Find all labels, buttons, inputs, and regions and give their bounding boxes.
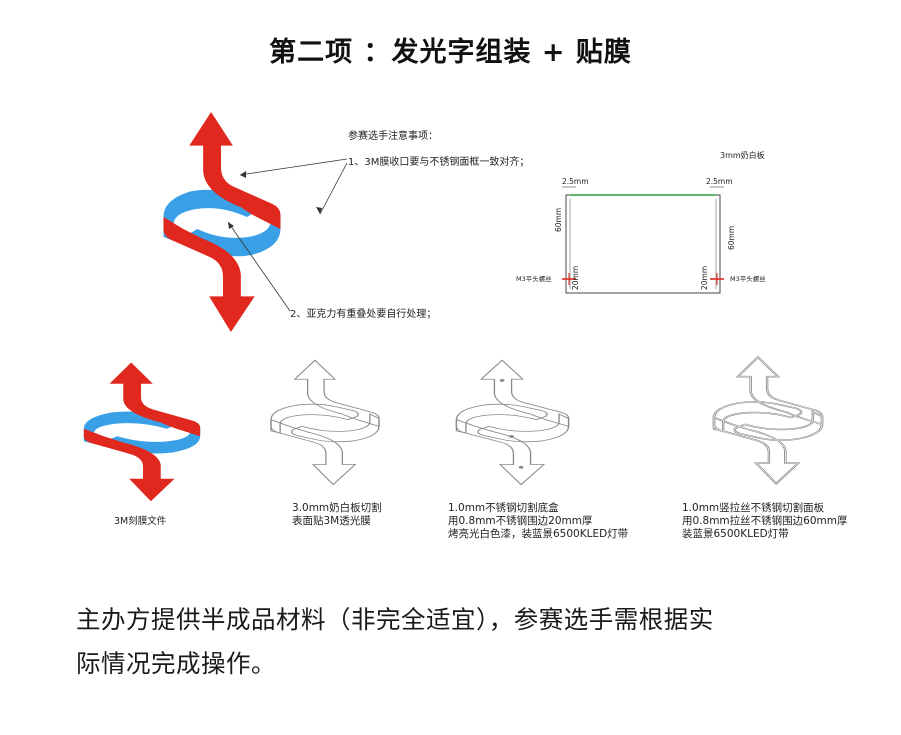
- dim-top-left: 2.5mm: [562, 177, 589, 186]
- caption-acrylic-line-2: 表面贴3M透光膜: [292, 515, 371, 527]
- leader-line-1a: [239, 158, 348, 176]
- screw-label-right: M3平头螺丝: [730, 275, 766, 283]
- caption-box-line-2: 用0.8mm不锈钢围边20mm厚: [448, 515, 593, 527]
- dim-side-right: 60mm: [727, 225, 736, 250]
- footer-paragraph: 主办方提供半成品材料（非完全适宜），参赛选手需根据实 际情况完成操作。: [76, 598, 856, 686]
- caption-frame-line-3: 装蓝景6500KLED灯带: [682, 528, 789, 540]
- notes-heading: 参赛选手注意事项：: [348, 131, 438, 142]
- caption-acrylic-line-1: 3.0mm奶白板切割: [292, 502, 382, 514]
- ribbon-arrow-logo-film: [83, 362, 201, 502]
- ribbon-arrow-outline-base-box: [455, 359, 570, 486]
- note-item-1: 1、3M膜收口要与不锈钢面框一致对齐；: [348, 157, 530, 168]
- note-item-2: 2、亚克力有重叠处要自行处理；: [290, 309, 437, 320]
- dim-top-right: 2.5mm: [706, 177, 733, 186]
- leader-line-2: [227, 221, 291, 312]
- caption-acrylic: 3.0mm奶白板切割 表面贴3M透光膜: [292, 502, 382, 528]
- screw-hole-3: [518, 465, 524, 469]
- caption-frame: 1.0mm竖拉丝不锈钢切割面板 用0.8mm拉丝不锈钢围边60mm厚 装蓝景65…: [682, 502, 847, 541]
- leader-line-1b: [319, 162, 348, 215]
- plate-outline: [565, 194, 721, 294]
- dim-bottom-left: 20mm: [571, 265, 580, 290]
- ribbon-arrow-outline-frame: [712, 356, 824, 485]
- page-title: 第二项 ：发光字组装 + 贴膜: [269, 37, 632, 68]
- plate-dimension-drawing: [562, 186, 724, 294]
- footer-line-1: 主办方提供半成品材料（非完全适宜），参赛选手需根据实: [76, 605, 714, 634]
- caption-frame-line-2: 用0.8mm拉丝不锈钢围边60mm厚: [682, 515, 848, 527]
- dim-bottom-right: 20mm: [700, 265, 709, 290]
- dim-side-left: 60mm: [554, 207, 563, 232]
- screw-hole-1: [499, 379, 505, 382]
- screw-label-left: M3平头螺丝: [516, 275, 552, 283]
- plate-title: 3mm奶白板: [720, 151, 765, 160]
- caption-base-box: 1.0mm不锈钢切割底盒 用0.8mm不锈钢围边20mm厚 烤亮光白色漆，装蓝景…: [448, 502, 628, 541]
- caption-box-line-3: 烤亮光白色漆，装蓝景6500KLED灯带: [448, 528, 629, 540]
- caption-box-line-1: 1.0mm不锈钢切割底盒: [448, 502, 559, 514]
- ribbon-arrow-outline-acrylic: [270, 359, 380, 486]
- caption-film: 3M刻膜文件: [114, 516, 167, 527]
- caption-frame-line-1: 1.0mm竖拉丝不锈钢切割面板: [682, 502, 825, 514]
- footer-line-2: 际情况完成操作。: [76, 649, 276, 678]
- screw-hole-2: [509, 435, 514, 438]
